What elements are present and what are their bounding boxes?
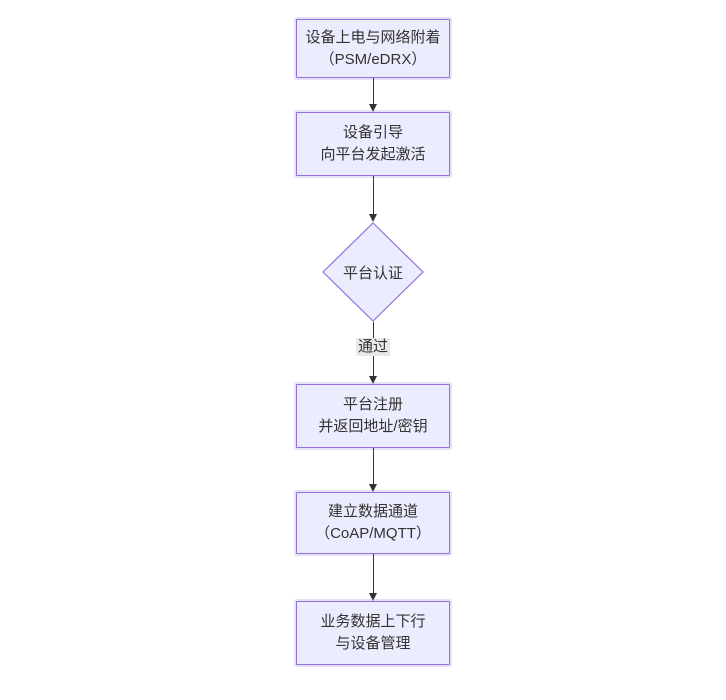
node-text-line: 并返回地址/密钥 <box>318 418 428 435</box>
arrowhead-down-icon <box>369 593 377 601</box>
node-text-line: （CoAP/MQTT） <box>315 525 431 542</box>
diamond-shape <box>322 222 424 322</box>
arrow-shaft <box>373 448 374 485</box>
decision-platform-auth: 平台认证 <box>322 222 424 322</box>
arrowhead-down-icon <box>369 484 377 492</box>
arrowhead-down-icon <box>369 104 377 112</box>
node-text-line: 向平台发起激活 <box>320 146 426 163</box>
node-device-bootstrap: 设备引导 向平台发起激活 <box>296 112 450 176</box>
flow-arrow-5 <box>368 554 379 601</box>
node-text-line: 业务数据上下行 <box>320 613 426 630</box>
arrowhead-down-icon <box>369 214 377 222</box>
node-device-power-network-attach: 设备上电与网络附着 （PSM/eDRX） <box>296 19 450 78</box>
arrow-shaft <box>373 78 374 105</box>
node-data-channel: 建立数据通道 （CoAP/MQTT） <box>296 492 450 554</box>
flow-arrow-4 <box>368 448 379 492</box>
arrow-shaft <box>373 554 374 594</box>
node-text-line: 平台注册 <box>342 396 403 413</box>
node-text-line: 设备引导 <box>342 124 403 141</box>
flow-arrow-2 <box>368 176 379 222</box>
node-text-line: 建立数据通道 <box>327 503 418 520</box>
arrow-shaft <box>373 176 374 215</box>
arrowhead-down-icon <box>369 376 377 384</box>
node-text-line: 与设备管理 <box>335 635 411 652</box>
flow-arrow-1 <box>368 78 379 112</box>
decision-label: 平台认证 <box>342 264 403 282</box>
node-platform-register: 平台注册 并返回地址/密钥 <box>296 384 450 448</box>
node-business-data: 业务数据上下行 与设备管理 <box>296 601 450 665</box>
node-text-line: 设备上电与网络附着 <box>305 28 441 46</box>
edge-label-pass: 通过 <box>355 338 391 356</box>
node-text-line: （PSM/eDRX） <box>319 50 427 68</box>
